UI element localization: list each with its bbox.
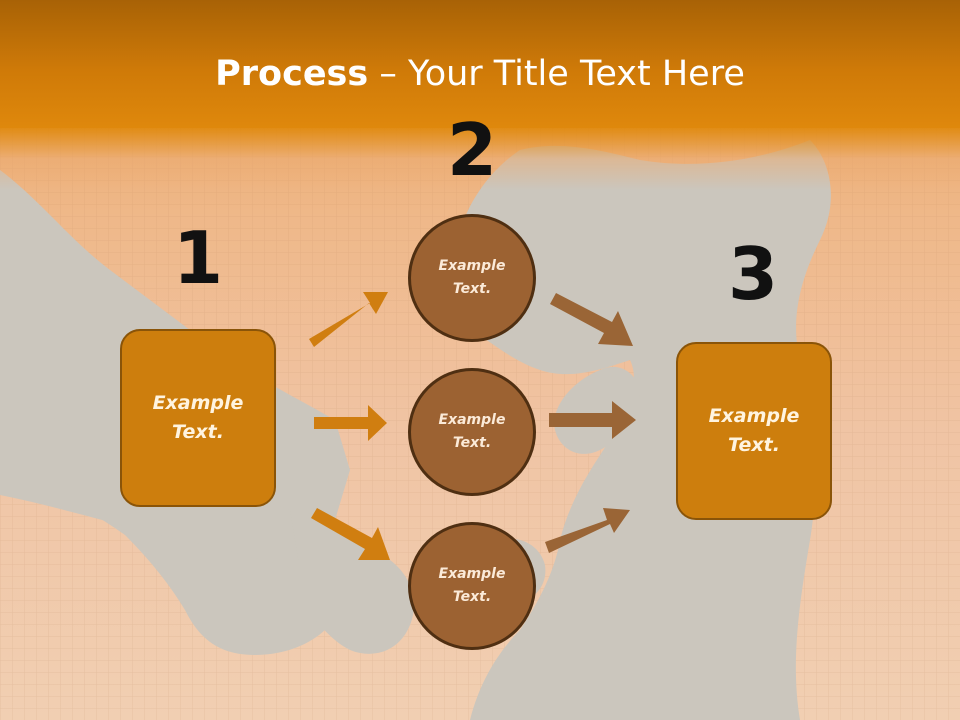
arrow-right-middle	[549, 401, 636, 439]
title-bar	[0, 0, 960, 128]
arrow-left-bottom	[311, 508, 390, 560]
left-box-text: Example Text.	[152, 392, 244, 443]
circle-bottom[interactable]: Example Text.	[408, 522, 536, 650]
circle-top[interactable]: Example Text.	[408, 214, 536, 342]
step-number-1: 1	[172, 216, 224, 300]
step-number-2: 2	[446, 108, 498, 192]
arrow-right-bottom	[545, 508, 630, 553]
right-box-text: Example Text.	[708, 405, 800, 456]
arrow-right-top	[550, 293, 633, 346]
circle-middle-text: Example Text.	[438, 412, 506, 451]
step-number-3: 3	[727, 232, 779, 316]
slide-title: Process – Your Title Text Here	[0, 52, 960, 96]
title-rest: – Your Title Text Here	[368, 54, 745, 94]
circle-bottom-text: Example Text.	[438, 566, 506, 605]
arrow-left-middle	[314, 405, 387, 441]
circle-top-text: Example Text.	[438, 258, 506, 297]
title-bold: Process	[215, 54, 369, 94]
circle-middle[interactable]: Example Text.	[408, 368, 536, 496]
title-bar-fade	[0, 128, 960, 190]
arrow-left-top	[309, 292, 388, 347]
left-box[interactable]: Example Text.	[120, 329, 276, 507]
right-box[interactable]: Example Text.	[676, 342, 832, 520]
